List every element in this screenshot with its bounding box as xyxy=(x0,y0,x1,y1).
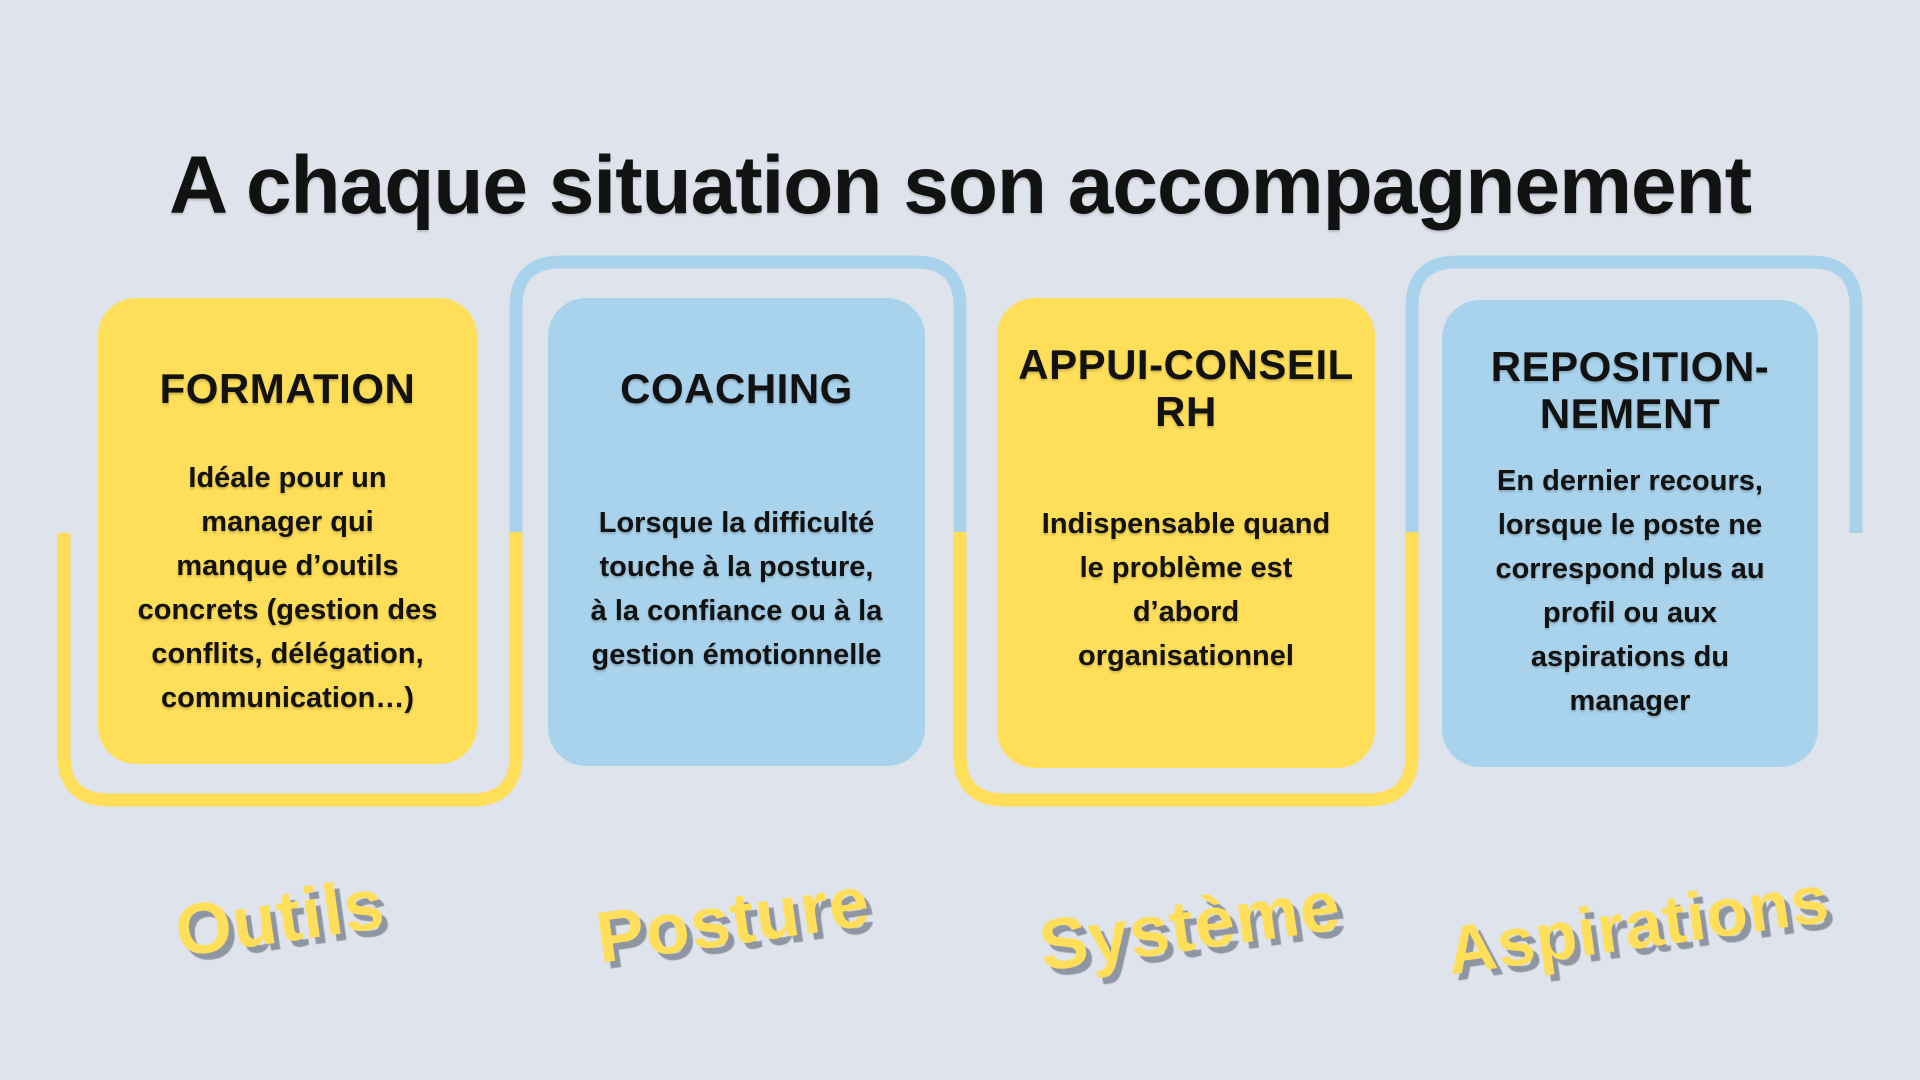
card-formation-title: FORMATION xyxy=(159,364,416,412)
card-appui-conseil-rh-description: Indispensable quand le problème est d’ab… xyxy=(1041,508,1331,672)
card-coaching-title: COACHING xyxy=(620,364,853,412)
card-repositionnement-title: REPOSITION- NEMENT xyxy=(1490,343,1770,437)
card-formation-description: Idéale pour un manager qui manque d’outi… xyxy=(137,462,438,714)
ribbon-blue-over-card-2 xyxy=(509,255,967,532)
ribbon-blue-over-card-4 xyxy=(1405,255,1863,533)
card-coaching-description: Lorsque la difficulté touche à la postur… xyxy=(590,507,883,671)
card-repositionnement: REPOSITION- NEMENT En dernier recours, l… xyxy=(1442,300,1818,767)
ribbon-yellow-under-card-3 xyxy=(953,532,1419,807)
card-formation: FORMATION Idéale pour un manager qui man… xyxy=(98,298,477,764)
card-appui-conseil-rh-title: APPUI-CONSEIL RH xyxy=(1018,341,1354,435)
card-repositionnement-description: En dernier recours, lorsque le poste ne … xyxy=(1495,464,1765,717)
card-coaching: COACHING Lorsque la difficulté touche à … xyxy=(548,298,925,766)
page-title: A chaque situation son accompagnement xyxy=(168,139,1752,231)
card-appui-conseil-rh: APPUI-CONSEIL RH Indispensable quand le … xyxy=(997,298,1375,768)
ribbon-yellow-under-card-1 xyxy=(57,532,523,807)
